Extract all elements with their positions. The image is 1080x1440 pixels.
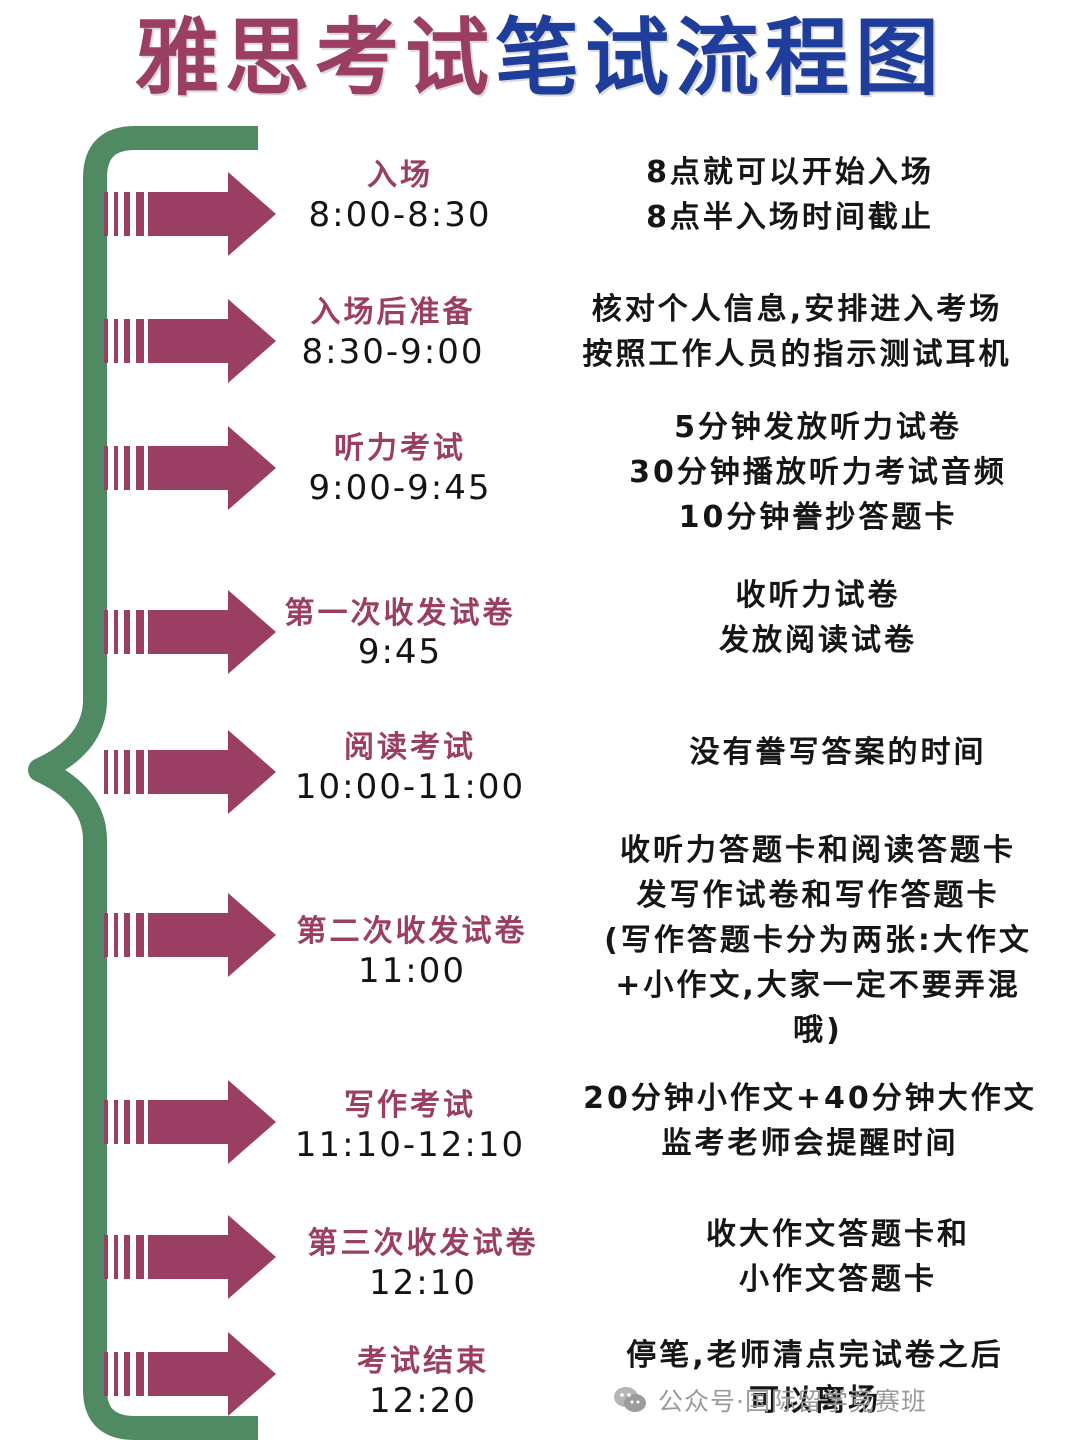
- arrow-icon: [104, 299, 280, 383]
- step-name: 入场后准备: [310, 295, 476, 330]
- description-line: 20分钟小作文+40分钟大作文: [583, 1081, 1037, 1116]
- description-line: +小作文,大家一定不要弄混: [615, 968, 1021, 1003]
- step-description: 核对个人信息,安排进入考场按照工作人员的指示测试耳机: [547, 287, 1047, 377]
- description-line: 10分钟誊抄答题卡: [678, 500, 958, 535]
- step-name: 写作考试: [344, 1088, 476, 1123]
- arrow-icon: [104, 172, 280, 256]
- description-line: 核对个人信息,安排进入考场: [591, 292, 1003, 327]
- arrow-icon: [104, 1080, 280, 1164]
- step-time: 11:00: [358, 951, 466, 991]
- arrow-icon: [104, 1215, 280, 1299]
- watermark-text: 公众号·国际留学竞赛班: [658, 1387, 927, 1416]
- title-part-blue: 笔试流程图: [495, 8, 946, 107]
- description-line: 按照工作人员的指示测试耳机: [582, 337, 1012, 372]
- description-line: 8点半入场时间截止: [646, 200, 934, 235]
- step-name: 考试结束: [357, 1344, 489, 1379]
- title-part-red: 雅思考试: [134, 8, 495, 107]
- description-line: 停笔,老师清点完试卷之后: [626, 1338, 1004, 1373]
- step-description: 收听力答题卡和阅读答题卡发写作试卷和写作答题卡 (写作答题卡分为两张:大作文 +小作…: [568, 828, 1068, 1053]
- step-description: 8点就可以开始入场 8点半入场时间截止: [540, 150, 1040, 240]
- arrow-icon: [104, 730, 280, 814]
- arrow-icon: [104, 893, 280, 977]
- step-description: 停笔,老师清点完试卷之后可以离场: [565, 1333, 1065, 1423]
- description-line: 收听力试卷: [735, 578, 901, 613]
- description-line: 没有誊写答案的时间: [689, 735, 987, 770]
- step-name: 第一次收发试卷: [284, 596, 516, 631]
- description-line: (写作答题卡分为两张:大作文: [604, 923, 1032, 958]
- step-name: 入场: [367, 158, 433, 193]
- step-time: 12:20: [369, 1381, 477, 1421]
- step-description: 5分钟发放听力试卷 30分钟播放听力考试音频 10分钟誊抄答题卡: [568, 405, 1068, 540]
- step-name: 第二次收发试卷: [296, 914, 528, 949]
- description-line: 5分钟发放听力试卷: [674, 410, 962, 445]
- arrow-icon: [104, 590, 280, 674]
- step-name: 第三次收发试卷: [307, 1226, 539, 1261]
- step-time: 12:10: [369, 1263, 477, 1303]
- description-line: 收大作文答题卡和: [706, 1217, 970, 1252]
- description-line: 哦): [793, 1013, 843, 1048]
- step-time: 10:00-11:00: [294, 767, 526, 807]
- step-name: 阅读考试: [344, 730, 476, 765]
- description-line: 小作文答题卡: [739, 1262, 937, 1297]
- description-line: 发写作试卷和写作答题卡: [636, 878, 1000, 913]
- step-description: 20分钟小作文+40分钟大作文监考老师会提醒时间: [560, 1076, 1060, 1166]
- description-line: 可以离场: [749, 1383, 881, 1418]
- description-line: 监考老师会提醒时间: [661, 1126, 959, 1161]
- description-line: 30分钟播放听力考试音频: [629, 455, 1007, 490]
- wechat-icon: [614, 1387, 646, 1412]
- step-time: 8:30-9:00: [301, 332, 485, 372]
- watermark: 公众号·国际留学竞赛班: [612, 1378, 927, 1422]
- step-description: 收大作文答题卡和小作文答题卡: [588, 1212, 1080, 1302]
- description-line: 收听力答题卡和阅读答题卡: [620, 833, 1016, 868]
- step-name: 听力考试: [334, 431, 466, 466]
- step-description: 收听力试卷发放阅读试卷: [568, 573, 1068, 663]
- step-time: 9:00-9:45: [308, 468, 492, 508]
- step-description: 没有誊写答案的时间: [588, 730, 1080, 775]
- page-title: 雅思考试笔试流程图: [0, 8, 1080, 108]
- arrow-icon: [104, 426, 280, 510]
- step-time: 11:10-12:10: [294, 1125, 526, 1165]
- step-time: 9:45: [357, 632, 443, 672]
- description-line: 8点就可以开始入场: [646, 155, 934, 190]
- arrow-icon: [104, 1332, 280, 1416]
- step-time: 8:00-8:30: [308, 195, 492, 235]
- description-line: 发放阅读试卷: [719, 623, 917, 658]
